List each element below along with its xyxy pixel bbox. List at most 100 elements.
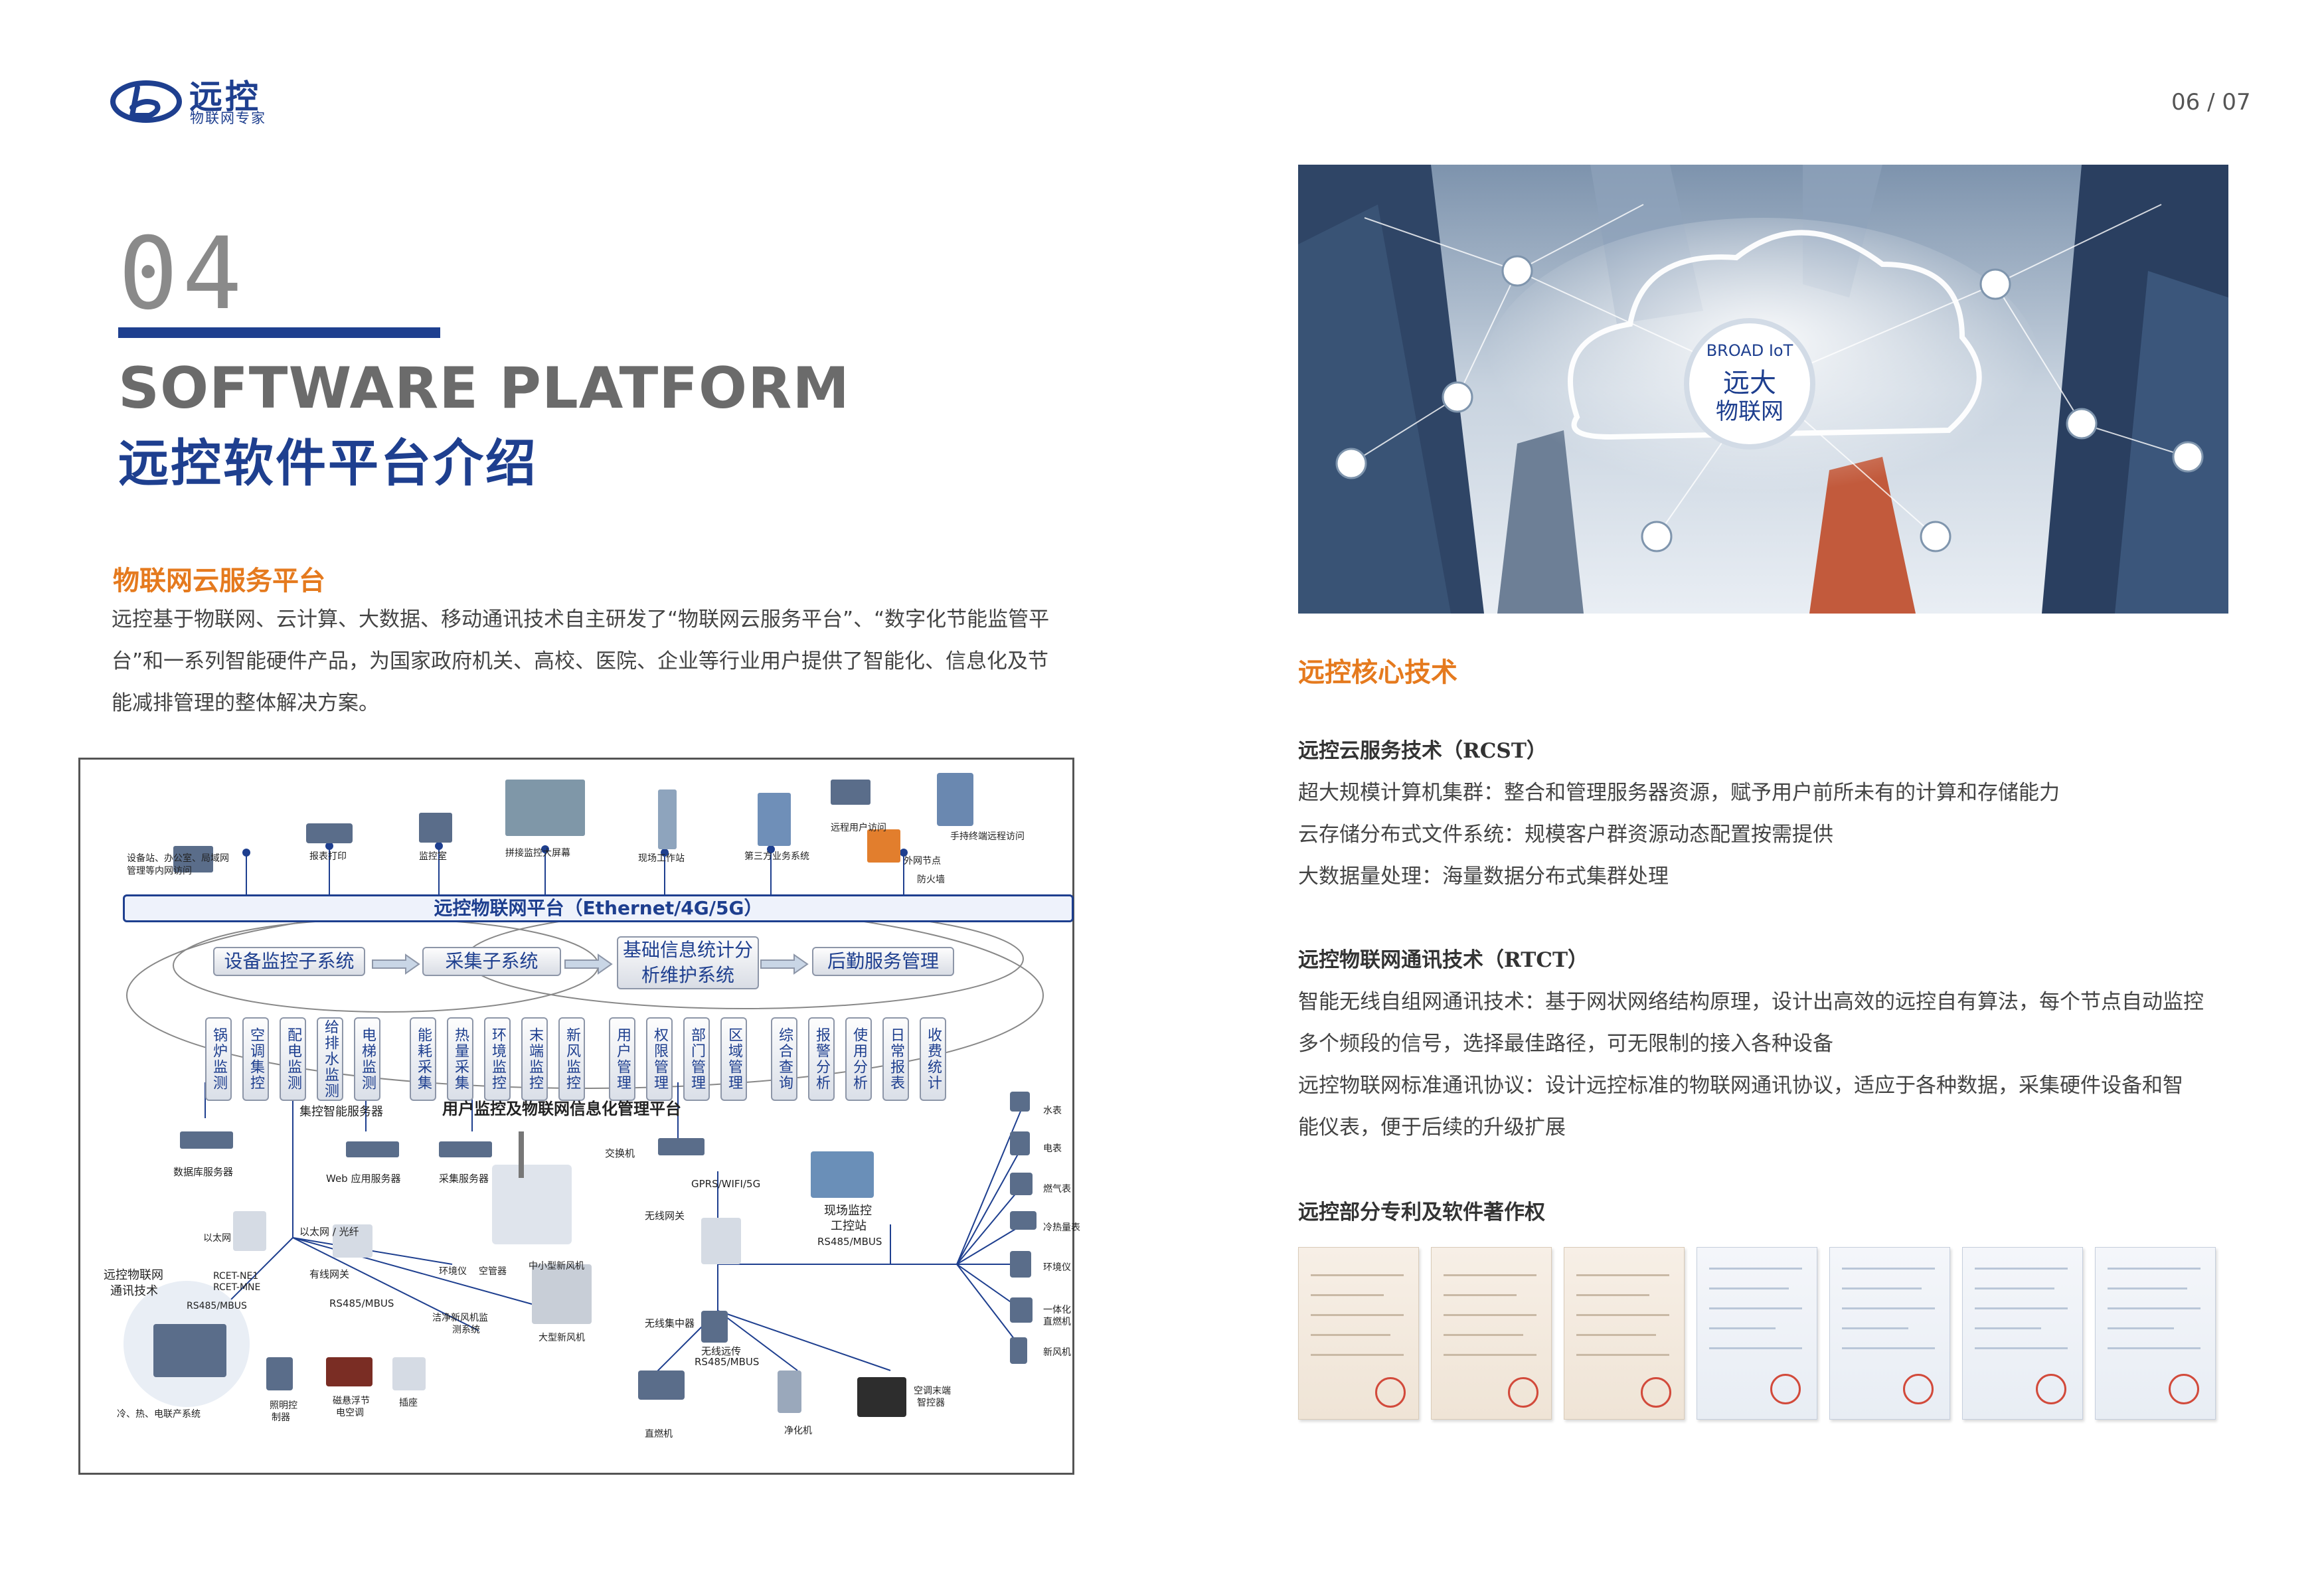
- label-site-station-2: 工控站: [831, 1219, 867, 1233]
- patent-certificate-1: [1298, 1247, 1419, 1420]
- module-user-mgmt: 用户管理: [609, 1017, 635, 1101]
- iot-platform-bar: 远控物联网平台（Ethernet/4G/5G）: [123, 894, 1074, 922]
- label-clean-fresh-air: 洁净新风机监: [432, 1313, 488, 1323]
- brand-name: 远控: [189, 78, 261, 116]
- software-copyright-certificate-3: [1962, 1247, 2083, 1420]
- label-handheld-access: 手持终端远程访问: [950, 831, 1025, 842]
- label-left-tech-2: 通讯技术: [110, 1284, 158, 1298]
- label-wireless-relay: 无线远传: [701, 1345, 742, 1357]
- label-db-server: 数据库服务器: [173, 1166, 234, 1178]
- label-video-wall: 拼接监控大屏幕: [505, 848, 570, 859]
- title-divider: [118, 327, 440, 338]
- label-remote-user: 远程用户访问: [831, 823, 886, 833]
- label-rs485-rcet: RS485/MBUS: [187, 1301, 247, 1311]
- module-terminal: 末端监控: [521, 1017, 548, 1101]
- hero-illustration: [1298, 165, 2228, 614]
- label-external-node: 外网节点: [904, 856, 941, 867]
- label-env-meter: 环境仪: [439, 1266, 467, 1277]
- label-rcet-mne: RCET-MNE: [213, 1282, 261, 1293]
- label-integrated-2: 直燃机: [1043, 1317, 1071, 1327]
- subsystem-logistics: 后勤服务管理: [812, 947, 954, 976]
- label-integrated: 一体化: [1043, 1305, 1071, 1315]
- label-air-controller: 空管器: [479, 1266, 507, 1277]
- label-management-platform: 用户监控及物联网信息化管理平台: [442, 1100, 681, 1118]
- label-ethernet: 以太网: [203, 1233, 231, 1244]
- label-rcet-ne1: RCET-NE1: [213, 1271, 259, 1282]
- module-water: 给排水监测: [317, 1017, 343, 1101]
- brand-logo-icon: [110, 80, 182, 123]
- label-gprs: GPRS/WIFI/5G: [691, 1178, 761, 1190]
- module-aircon: 空调集控: [242, 1017, 269, 1101]
- software-copyright-certificate-1: [1697, 1247, 1817, 1420]
- rtct-line-1: 智能无线自组网通讯技术：基于网状网络结构原理，设计出高效的远控自有算法，每个节点…: [1298, 990, 2204, 1014]
- patent-certificate-3: [1564, 1247, 1685, 1420]
- label-ac-terminal-2: 智控器: [917, 1398, 945, 1408]
- label-cchp: 冷、热、电联产系统: [117, 1409, 201, 1420]
- label-lan-access: 设备站、办公室、局域网: [127, 853, 229, 864]
- label-report-print: 报表打印: [309, 851, 347, 862]
- patent-title: 远控部分专利及软件著作权: [1298, 1201, 1545, 1224]
- subsystem-device-monitor: 设备监控子系统: [213, 947, 365, 976]
- label-wired-gateway: 有线网关: [309, 1268, 350, 1280]
- module-billing: 收费统计: [920, 1017, 946, 1101]
- module-daily-report: 日常报表: [882, 1017, 909, 1101]
- rtct-title: 远控物联网通讯技术（RTCT）: [1298, 948, 1589, 972]
- label-env-instrument: 环境仪: [1043, 1262, 1071, 1273]
- patent-certificate-2: [1431, 1247, 1552, 1420]
- label-clean-fresh-air-2: 测系统: [452, 1325, 480, 1335]
- label-rs485-site: RS485/MBUS: [817, 1236, 882, 1248]
- rcst-line-1: 超大规模计算机集群：整合和管理服务器资源，赋予用户前所未有的计算和存储能力: [1298, 781, 2060, 805]
- rtct-line-4: 能仪表，便于后续的升级扩展: [1298, 1116, 1566, 1139]
- subsystem-statistics: 基础信息统计分析维护系统: [617, 936, 759, 989]
- module-alarm: 报警分析: [808, 1017, 835, 1101]
- hero-badge-line1: 远大: [1723, 368, 1776, 398]
- module-heat: 热量采集: [447, 1017, 473, 1101]
- module-region: 区域管理: [720, 1017, 747, 1101]
- label-field-workstation: 现场工作站: [638, 853, 685, 864]
- module-department: 部门管理: [683, 1017, 710, 1101]
- section-title-cn: 远控软件平台介绍: [118, 434, 538, 493]
- label-ethernet-fiber: 以太网 / 光纤: [299, 1226, 359, 1238]
- label-monitor-room: 监控室: [419, 851, 447, 862]
- label-maglev: 磁悬浮节: [333, 1396, 370, 1406]
- label-collect-server: 采集服务器: [439, 1173, 489, 1185]
- label-third-party: 第三方业务系统: [744, 851, 809, 862]
- label-switch: 交换机: [605, 1147, 635, 1159]
- label-lighting-2: 制器: [272, 1412, 290, 1423]
- label-purifier: 净化机: [784, 1426, 812, 1436]
- core-tech-heading: 远控核心技术: [1298, 657, 1457, 688]
- label-wireless-hub: 无线集中器: [645, 1317, 695, 1329]
- module-environment: 环境监控: [484, 1017, 511, 1101]
- label-heat-meter: 冷热量表: [1043, 1222, 1080, 1233]
- hero-badge-top: BROAD IoT: [1706, 341, 1793, 360]
- module-elevator: 电梯监测: [354, 1017, 380, 1101]
- label-rs485-wired: RS485/MBUS: [329, 1297, 394, 1309]
- label-firewall: 防火墙: [917, 874, 945, 885]
- label-site-station: 现场监控: [824, 1204, 872, 1218]
- intro-heading: 物联网云服务平台: [113, 566, 325, 596]
- label-fresh-air-unit: 新风机: [1043, 1347, 1071, 1358]
- label-socket: 插座: [399, 1398, 418, 1408]
- label-rs485-relay: RS485/MBUS: [695, 1356, 760, 1368]
- label-small-fresh-air: 中小型新风机: [529, 1261, 584, 1272]
- label-gas-meter: 燃气表: [1043, 1184, 1071, 1195]
- label-maglev-2: 电空调: [336, 1408, 364, 1418]
- section-number: 04: [118, 216, 246, 332]
- rcst-line-2: 云存储分布式文件系统：规模客户群资源动态配置按需提供: [1298, 823, 1833, 847]
- module-query: 综合查询: [771, 1017, 797, 1101]
- subsystem-collection: 采集子系统: [422, 947, 561, 976]
- brand-tagline: 物联网专家: [190, 110, 266, 126]
- label-web-server: Web 应用服务器: [326, 1173, 401, 1185]
- module-energy: 能耗采集: [410, 1017, 436, 1101]
- hero-badge-line2: 物联网: [1716, 398, 1784, 425]
- module-power: 配电监测: [280, 1017, 306, 1101]
- software-copyright-certificate-2: [1829, 1247, 1950, 1420]
- label-central-server: 集控智能服务器: [299, 1105, 383, 1119]
- intro-paragraph: 远控基于物联网、云计算、大数据、移动通讯技术自主研发了“物联网云服务平台”、“数…: [112, 608, 1050, 715]
- module-boiler: 锅炉监测: [205, 1017, 232, 1101]
- label-lighting: 照明控: [270, 1400, 297, 1411]
- rcst-line-3: 大数据量处理：海量数据分布式集群处理: [1298, 865, 1669, 888]
- rtct-line-3: 远控物联网标准通讯协议：设计远控标准的物联网通讯协议，适应于各种数据，采集硬件设…: [1298, 1074, 2183, 1098]
- label-water-meter: 水表: [1043, 1106, 1062, 1116]
- label-direct-fired: 直燃机: [645, 1429, 673, 1440]
